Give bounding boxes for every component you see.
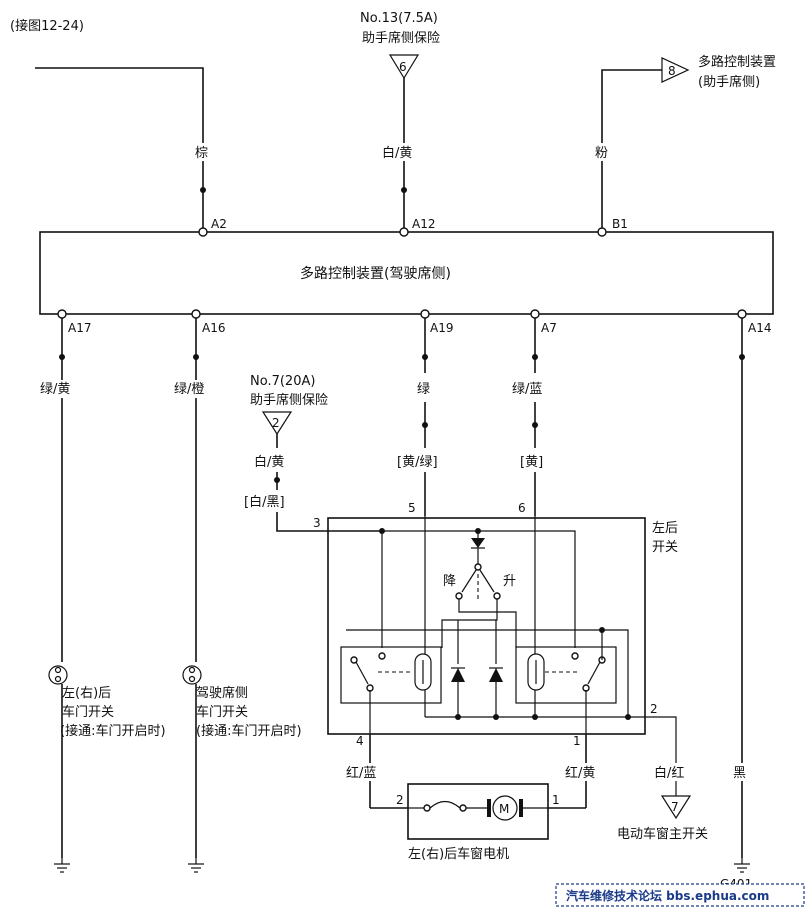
relay-left-coil-icon [414, 653, 432, 691]
wire-pink [601, 69, 662, 232]
door-driver-l3: (接通:车门开启时) [196, 723, 302, 739]
fuse-top-rating: No.13(7.5A) [360, 11, 438, 26]
motor-pin2: 2 [396, 793, 404, 807]
wire-label-white-yellow: 白/黄 [382, 145, 412, 161]
diode-right-icon [489, 668, 503, 682]
relay-right [515, 646, 617, 704]
fuse-mid-triangle-icon [261, 411, 293, 436]
switch-pin6: 6 [518, 501, 526, 515]
door-driver-l2: 车门开关 [196, 704, 248, 720]
footer-banner [555, 883, 805, 907]
diode-left-icon [451, 668, 465, 682]
door-left-l3: (接通:车门开启时) [60, 723, 166, 739]
wire-label-red-yellow: 红/黄 [565, 765, 595, 781]
pin-a19: A19 [430, 321, 453, 335]
wire-label-green-blue: 绿/蓝 [512, 382, 542, 397]
mux-passenger-connector: 8 [668, 64, 676, 78]
motor-pin1: 1 [552, 793, 560, 807]
wire-label-green-orange: 绿/橙 [174, 382, 204, 397]
wire-label-green-yellow: 绿/黄 [40, 382, 70, 397]
fuse-mid-rating: No.7(20A) [250, 374, 315, 389]
rear-window-switch-box [327, 517, 646, 735]
switch-pin1: 1 [573, 734, 581, 748]
relay-left [340, 646, 442, 704]
fuse-top-name: 助手席侧保险 [362, 30, 440, 46]
main-switch-label: 电动车窗主开关 [617, 826, 708, 842]
wire-label-black: 黑 [733, 766, 746, 781]
ground-icon-driver [188, 858, 204, 873]
pin-a17: A17 [68, 321, 91, 335]
diode-top-icon [471, 538, 485, 548]
mux-passenger-sub: (助手席侧) [698, 74, 760, 90]
motor-symbol: M [499, 802, 509, 816]
main-switch-triangle-icon [660, 795, 692, 820]
door-left-l2: 车门开关 [62, 704, 114, 720]
pin-a14: A14 [748, 321, 771, 335]
pin-a7: A7 [541, 321, 557, 335]
switch-pin3: 3 [313, 516, 321, 530]
wire-brown [35, 67, 204, 232]
pin-a16: A16 [202, 321, 225, 335]
switch-pin5: 5 [408, 501, 416, 515]
fuse-mid-name: 助手席侧保险 [250, 392, 328, 408]
wire-label-red-blue: 红/蓝 [346, 765, 376, 781]
door-driver-l1: 驾驶席侧 [196, 685, 248, 701]
pin-b1: B1 [612, 217, 628, 231]
door-switch-left-icon [48, 665, 68, 685]
switch-pin2: 2 [650, 702, 658, 716]
wire-label-green: 绿 [417, 382, 430, 397]
switch-pin4: 4 [356, 734, 364, 748]
wire-label-pink: 粉 [595, 146, 608, 161]
relay-right-coil-icon [527, 653, 545, 691]
footer-text: 汽车维修技术论坛 bbs.ephua.com [566, 888, 769, 903]
mux-passenger-label: 多路控制装置 [698, 54, 776, 70]
window-motor-box [407, 783, 549, 840]
motor-icon [492, 795, 518, 821]
mux-driver-label: 多路控制装置(驾驶席侧) [300, 265, 451, 282]
switch-down-label: 降 [443, 574, 456, 589]
circuit-breaker-icon [429, 800, 461, 809]
switch-title2: 开关 [652, 540, 678, 555]
fuse-mid-connector: 2 [272, 416, 280, 430]
wire-label-yellow: [黄] [520, 455, 543, 470]
door-switch-driver-icon [182, 665, 202, 685]
pin-a2: A2 [211, 217, 227, 231]
switch-up-label: 升 [503, 574, 516, 589]
fuse-top-triangle-icon [388, 54, 420, 80]
main-switch-connector: 7 [671, 800, 679, 814]
wire-label-white-black: [白/黑] [244, 494, 285, 510]
wire-label-yellow-green: [黄/绿] [397, 455, 438, 470]
switch-title: 左后 [652, 521, 678, 536]
ground-icon-g401 [734, 858, 750, 873]
wire-label-white-yellow-2: 白/黄 [254, 454, 284, 470]
fuse-top-connector: 6 [399, 60, 407, 74]
ground-icon-left [54, 858, 70, 873]
wire-label-white-red: 白/红 [654, 765, 684, 781]
continued-label: (接图12-24) [10, 18, 84, 34]
motor-label: 左(右)后车窗电机 [408, 846, 509, 862]
pin-a12: A12 [412, 217, 435, 231]
wire-label-brown: 棕 [195, 146, 208, 161]
door-left-l1: 左(右)后 [62, 686, 111, 701]
